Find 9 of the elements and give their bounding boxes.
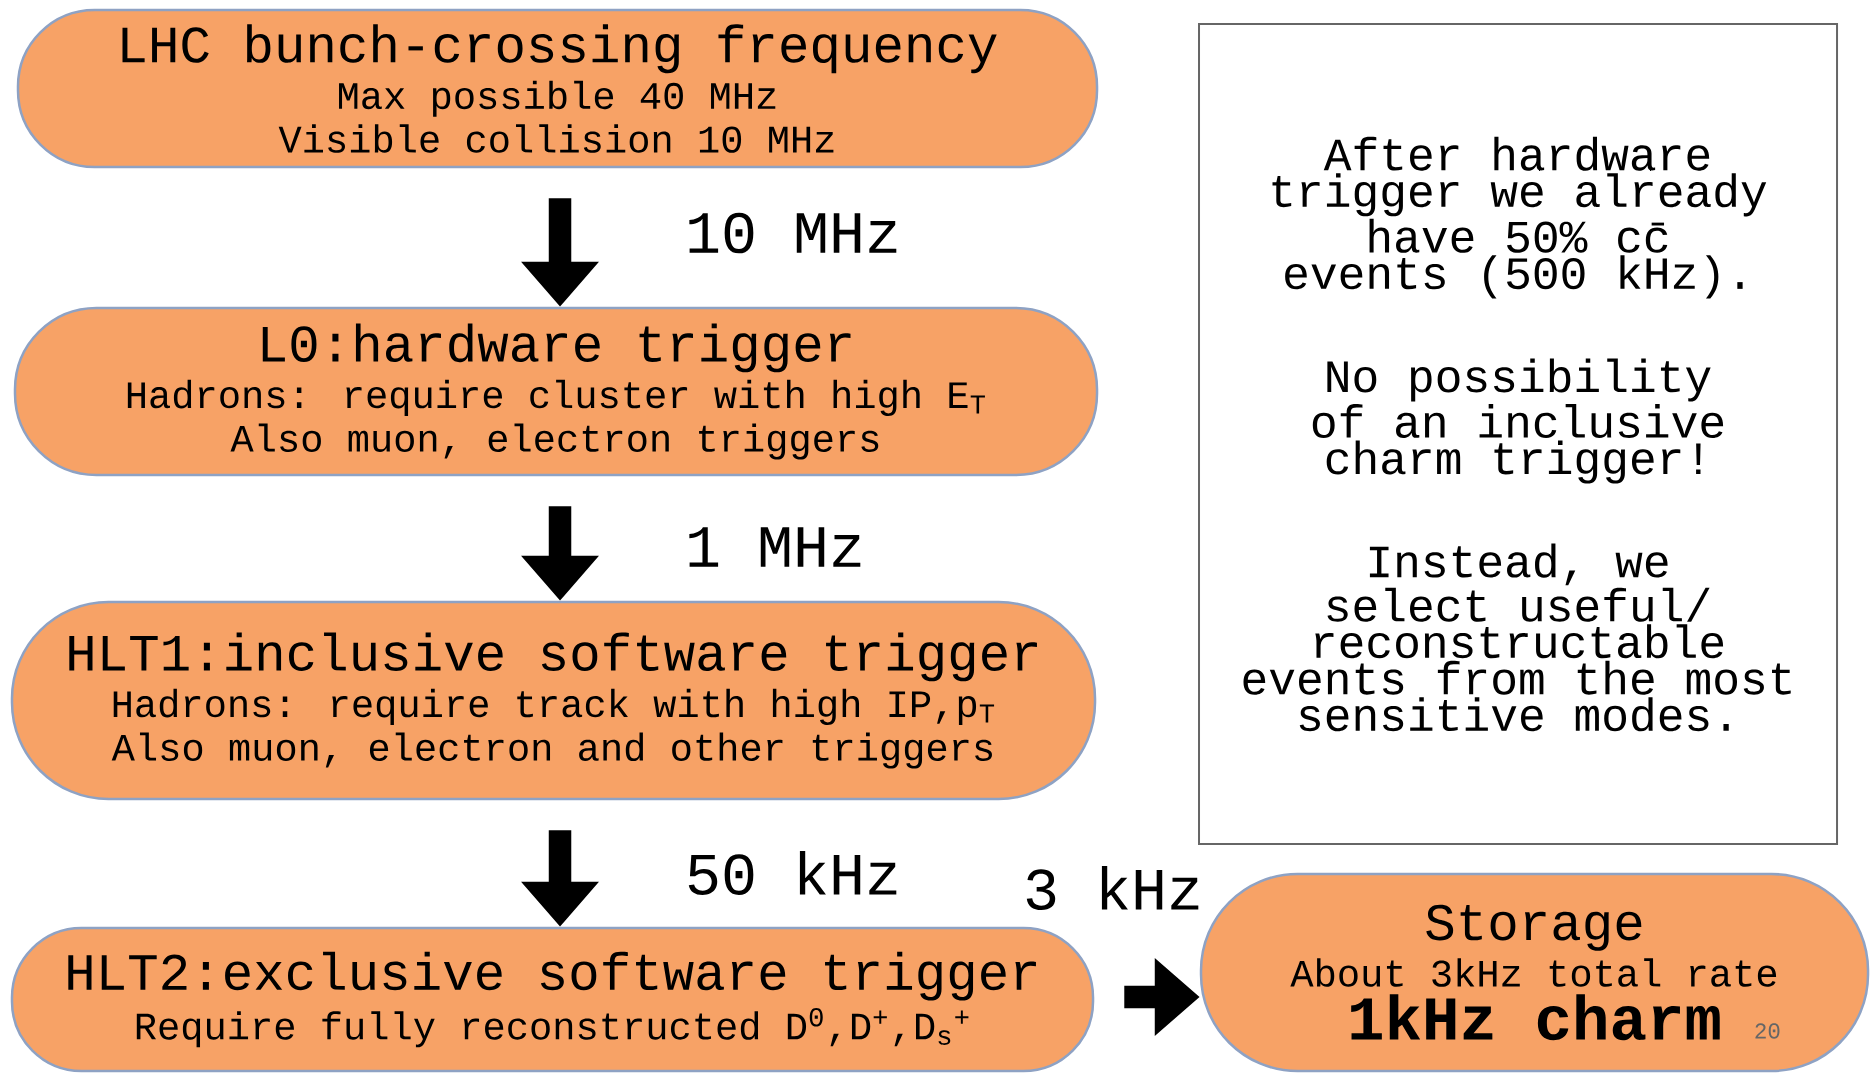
- edge-label: 1 MHz: [682, 524, 868, 570]
- edge-label: 10 MHz: [682, 210, 904, 256]
- edge-label: 50 kHz: [682, 848, 904, 898]
- process-box: HLT2:exclusive software trigger Require fully reconstructed D$^{0}$,D$^{+}$,D$_{s}$+: [10, 926, 1095, 1073]
- slide-number: 20: [1755, 1023, 1780, 1039]
- process-box: LHC bunch-crossing frequency Max possible 40 MHz Visible collision 10 MHz: [16, 8, 1099, 169]
- process-box: L0:hardware trigger Hadrons: require cluster with high E$_{T}$ Also muon, electron triggers: [13, 306, 1099, 477]
- process-box: HLT1:inclusive software trigger Hadrons: require track with high IP,p$_{T}$ Also muon, electron and other triggers: [10, 600, 1097, 801]
- note-box: After hardware trigger we already have 50% cc̄ events (500 kHz). No possibility of an inclusive charm trigger! Instead, we select useful/ reconstructable events from the most sensitive modes.: [1198, 23, 1839, 845]
